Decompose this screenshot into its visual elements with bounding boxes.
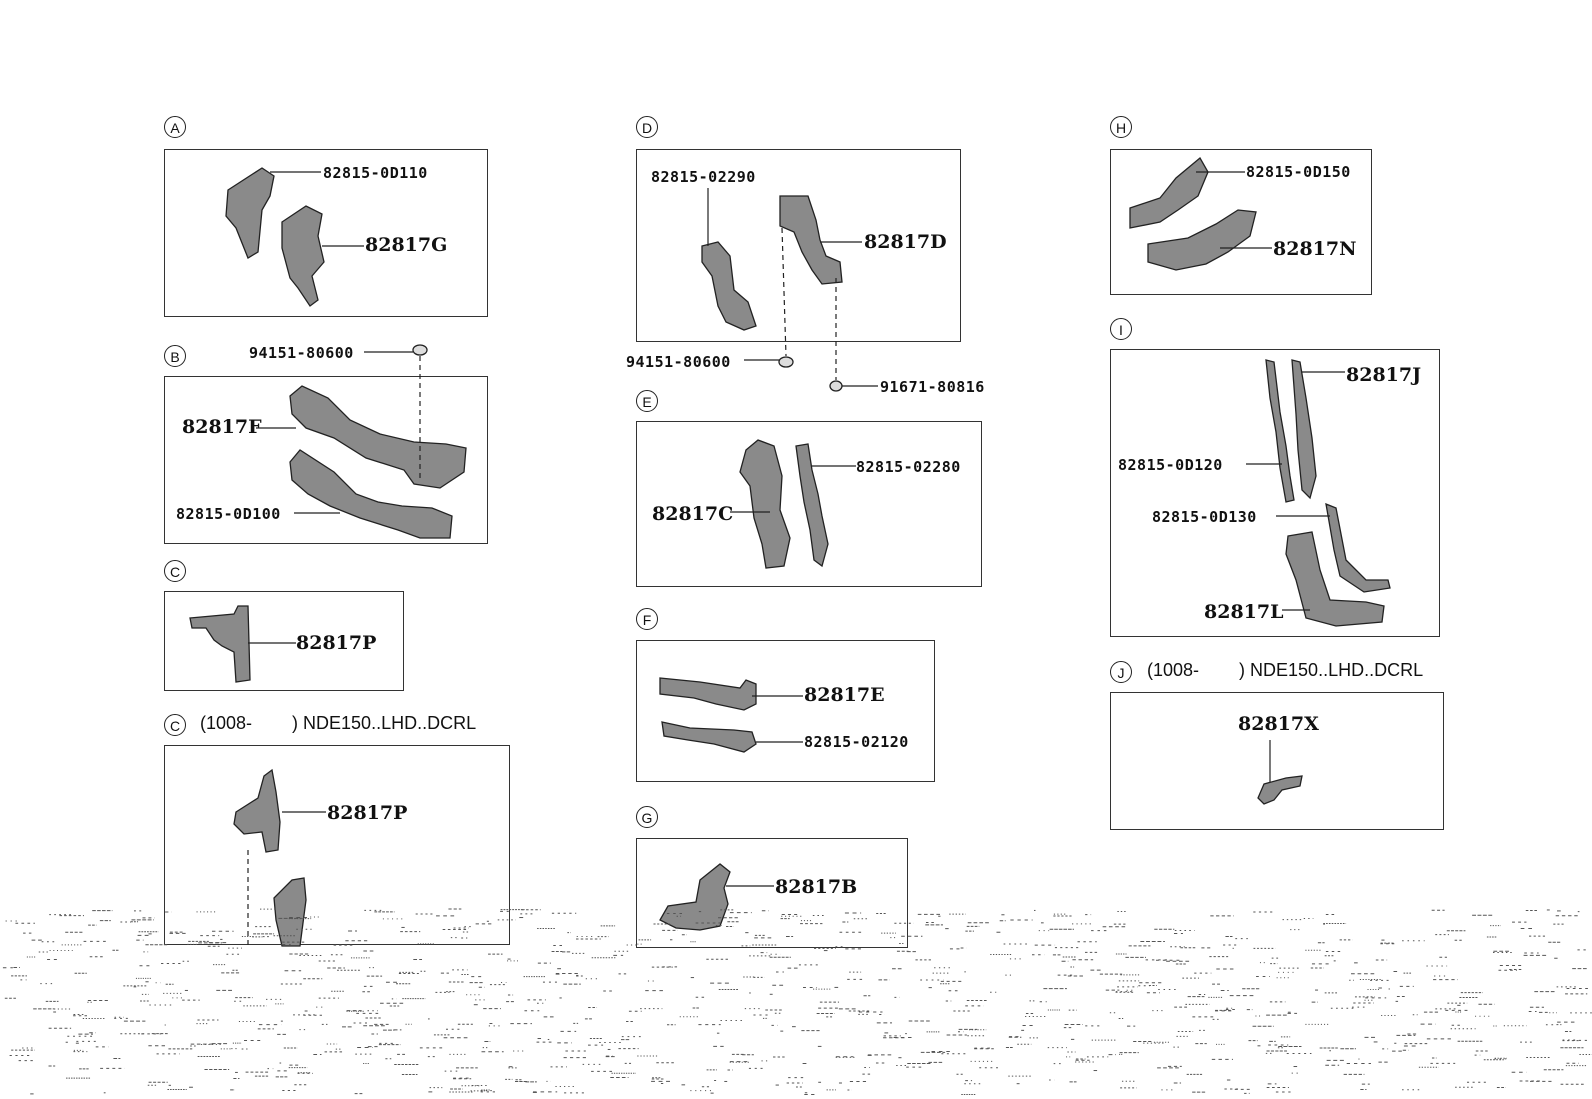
section-g-marker: G bbox=[636, 806, 658, 828]
part-82817j-shape bbox=[1291, 359, 1317, 500]
part-82815-0d120-shape bbox=[1265, 359, 1295, 503]
part-label-94151-80600-d[interactable]: 94151-80600 bbox=[626, 353, 731, 371]
part-82815-0d150-shape bbox=[1129, 157, 1209, 229]
part-82817p-2-shape bbox=[233, 768, 281, 853]
part-82817c-shape bbox=[739, 439, 791, 569]
part-label-82815-0d100[interactable]: 82815-0D100 bbox=[176, 505, 281, 523]
section-b-marker: B bbox=[164, 345, 186, 367]
part-82817g-shape bbox=[281, 205, 325, 307]
part-label-82817n[interactable]: 82817N bbox=[1273, 238, 1357, 260]
clip-94151-80600-d bbox=[778, 356, 794, 368]
part-label-82815-0d150[interactable]: 82815-0D150 bbox=[1246, 163, 1351, 181]
part-label-91671-80816[interactable]: 91671-80816 bbox=[880, 378, 985, 396]
section-f-marker: F bbox=[636, 608, 658, 630]
part-label-82817x[interactable]: 82817X bbox=[1238, 713, 1319, 735]
part-label-82817p-2[interactable]: 82817P bbox=[327, 802, 408, 824]
part-82817e-shape bbox=[659, 677, 757, 711]
part-82815-02290-shape bbox=[701, 241, 757, 331]
section-c2-condition: (1008- ) NDE150..LHD..DCRL bbox=[200, 713, 477, 733]
bolt-91671-80816 bbox=[829, 380, 843, 392]
part-label-82815-0d130[interactable]: 82815-0D130 bbox=[1152, 508, 1257, 526]
section-h-box bbox=[1110, 149, 1372, 295]
part-label-82817d[interactable]: 82817D bbox=[864, 231, 947, 253]
clip-94151-80600-b bbox=[412, 344, 428, 356]
part-label-82817f[interactable]: 82817F bbox=[182, 416, 262, 438]
section-e-box bbox=[636, 421, 982, 587]
section-j-marker: J bbox=[1110, 661, 1132, 683]
part-c2-lower-shape bbox=[273, 877, 307, 947]
part-82815-0d130-shape bbox=[1325, 502, 1391, 593]
section-f-box bbox=[636, 640, 935, 782]
part-label-82817p[interactable]: 82817P bbox=[296, 632, 377, 654]
section-i-box bbox=[1110, 349, 1440, 637]
section-c-marker: C bbox=[164, 560, 186, 582]
part-label-82817b[interactable]: 82817B bbox=[775, 876, 858, 898]
part-82815-02280-shape bbox=[795, 443, 829, 568]
section-c-box bbox=[164, 591, 404, 691]
part-82817l-shape bbox=[1285, 531, 1385, 627]
section-c2-marker: C bbox=[164, 714, 186, 736]
part-label-82817l[interactable]: 82817L bbox=[1204, 601, 1284, 623]
part-label-82817g[interactable]: 82817G bbox=[365, 234, 448, 256]
part-82817x-shape bbox=[1257, 775, 1303, 805]
part-label-82815-0d120[interactable]: 82815-0D120 bbox=[1118, 456, 1223, 474]
part-label-82817j[interactable]: 82817J bbox=[1346, 364, 1422, 386]
part-82815-02120-shape bbox=[661, 721, 757, 753]
part-82817p-shape bbox=[189, 605, 251, 683]
part-82817d-shape bbox=[779, 195, 843, 285]
part-82817n-shape bbox=[1147, 209, 1257, 271]
section-i-marker: I bbox=[1110, 318, 1132, 340]
section-c2-box bbox=[164, 745, 510, 945]
part-label-94151-80600-b[interactable]: 94151-80600 bbox=[249, 344, 354, 362]
section-a-box bbox=[164, 149, 488, 317]
part-82815-0d100-shape bbox=[289, 449, 453, 539]
scan-noise-band bbox=[2, 908, 1592, 1096]
section-a-marker: A bbox=[164, 116, 186, 138]
part-label-82817e[interactable]: 82817E bbox=[804, 684, 885, 706]
part-82815-0d110-shape bbox=[225, 167, 275, 259]
part-label-82817c[interactable]: 82817C bbox=[652, 503, 734, 525]
part-label-82815-02120[interactable]: 82815-02120 bbox=[804, 733, 909, 751]
part-label-82815-0d110[interactable]: 82815-0D110 bbox=[323, 164, 428, 182]
section-e-marker: E bbox=[636, 390, 658, 412]
section-h-marker: H bbox=[1110, 116, 1132, 138]
section-d-marker: D bbox=[636, 116, 658, 138]
section-g-box bbox=[636, 838, 908, 948]
part-82817f-shape bbox=[289, 385, 467, 489]
section-b-box bbox=[164, 376, 488, 544]
part-label-82815-02290[interactable]: 82815-02290 bbox=[651, 168, 756, 186]
part-label-82815-02280[interactable]: 82815-02280 bbox=[856, 458, 961, 476]
section-j-box bbox=[1110, 692, 1444, 830]
section-j-condition: (1008- ) NDE150..LHD..DCRL bbox=[1147, 660, 1424, 680]
section-d-box bbox=[636, 149, 961, 342]
part-82817b-shape bbox=[659, 863, 731, 931]
